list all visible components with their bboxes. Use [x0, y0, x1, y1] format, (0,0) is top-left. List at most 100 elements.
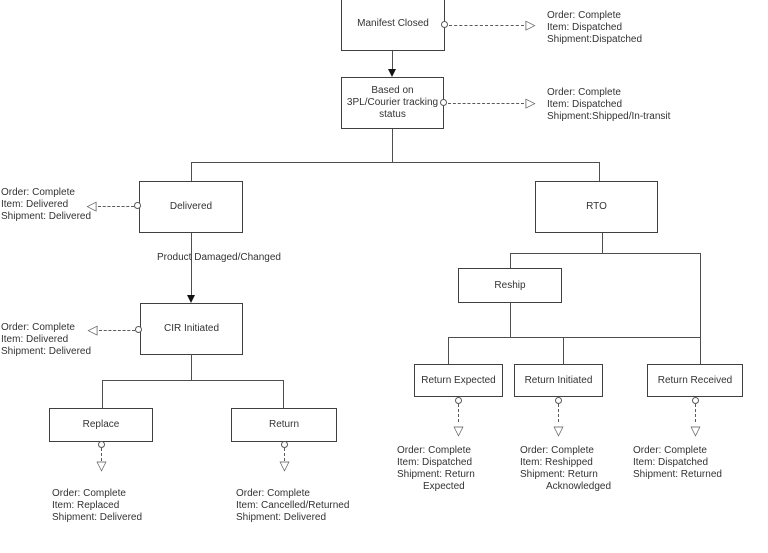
- dashed-arrow-line: [449, 25, 524, 26]
- circle-connector-icon: [281, 441, 288, 448]
- circle-connector-icon: [135, 326, 142, 333]
- edge-drop-to-return-line: [283, 380, 284, 408]
- edge-drop-to-delivered-line: [191, 162, 192, 181]
- note-line: Acknowledged: [546, 481, 612, 492]
- note-return-initiated-status: Order: Complete Item: Reshipped Shipment…: [520, 445, 611, 493]
- open-arrow-right-icon: ▷: [525, 17, 536, 32]
- open-arrow-down-icon: ▽: [553, 423, 564, 438]
- edge-split-delivered-rto-line: [191, 162, 600, 163]
- node-delivered: Delivered: [139, 181, 243, 233]
- note-line: Item: Reshipped: [520, 457, 593, 468]
- note-manifest-closed-status: Order: Complete Item: Dispatched Shipmen…: [547, 10, 642, 46]
- note-return-received-status: Order: Complete Item: Dispatched Shipmen…: [633, 445, 722, 481]
- filled-arrowhead-down-icon: [388, 69, 396, 77]
- note-line: Order: Complete: [236, 488, 310, 499]
- edge-split-reship-received-line: [510, 253, 701, 254]
- note-line: Item: Dispatched: [547, 99, 623, 110]
- note-line: Order: Complete: [1, 322, 75, 333]
- circle-connector-icon: [98, 441, 105, 448]
- node-based-on-3pl-courier-tracking-status: Based on 3PL/Courier tracking status: [341, 77, 444, 129]
- note-line: Item: Replaced: [52, 500, 120, 511]
- node-label-line: status: [379, 109, 406, 120]
- note-line: Item: Dispatched: [547, 22, 623, 33]
- filled-arrowhead-down-icon: [187, 295, 195, 303]
- edge-drop-to-reship-line: [510, 253, 511, 268]
- note-line: Item: Dispatched: [633, 457, 709, 468]
- edge-label-product-damaged: Product Damaged/Changed: [157, 252, 281, 263]
- open-arrow-left-icon: ◁: [87, 322, 98, 337]
- dashed-arrow-line: [98, 206, 134, 207]
- dashed-arrow-line: [558, 404, 559, 422]
- node-manifest-closed: Manifest Closed: [341, 0, 445, 51]
- edge-cir-stem-line: [191, 354, 192, 380]
- note-return-status: Order: Complete Item: Cancelled/Returned…: [236, 488, 349, 524]
- note-line: Item: Dispatched: [397, 457, 473, 468]
- node-reship: Reship: [458, 268, 562, 303]
- note-line: Order: Complete: [633, 445, 707, 456]
- node-return-initiated: Return Initiated: [514, 364, 603, 397]
- node-label-line: 3PL/Courier tracking: [346, 97, 439, 108]
- dashed-arrow-line: [695, 404, 696, 422]
- note-line: Order: Complete: [547, 87, 621, 98]
- dashed-arrow-line: [99, 330, 135, 331]
- note-line: Shipment: Return: [520, 469, 598, 480]
- node-cir-initiated: CIR Initiated: [140, 303, 243, 355]
- circle-connector-icon: [555, 397, 562, 404]
- note-line: Shipment: Delivered: [236, 512, 327, 523]
- note-cir-status: Order: Complete Item: Delivered Shipment…: [1, 322, 91, 358]
- dashed-arrow-line: [101, 448, 102, 461]
- dashed-arrow-line: [458, 404, 459, 422]
- edge-split-expected-initiated-line: [448, 337, 701, 338]
- node-return-received: Return Received: [647, 364, 743, 397]
- node-replace: Replace: [49, 408, 153, 442]
- node-label-line: Based on: [371, 85, 414, 96]
- edge-rto-stem-line: [602, 233, 603, 253]
- note-line: Order: Complete: [1, 187, 75, 198]
- note-line: Shipment: Returned: [633, 469, 722, 480]
- edge-manifest-to-basedon-line: [392, 51, 393, 70]
- edge-drop-to-return-expected-line: [448, 337, 449, 364]
- edge-reship-stem-line: [510, 303, 511, 337]
- circle-connector-icon: [134, 202, 141, 209]
- note-line: Item: Delivered: [1, 199, 69, 210]
- open-arrow-down-icon: ▽: [690, 423, 701, 438]
- note-line: Item: Delivered: [1, 334, 69, 345]
- edge-drop-to-replace-line: [102, 380, 103, 408]
- note-line: Shipment: Delivered: [1, 346, 92, 357]
- circle-connector-icon: [440, 99, 447, 106]
- note-line: Expected: [423, 481, 465, 492]
- dashed-arrow-line: [284, 448, 285, 461]
- edge-drop-to-return-initiated-line: [563, 337, 564, 364]
- edge-drop-to-rto-line: [599, 162, 600, 181]
- open-arrow-down-icon: ▽: [453, 423, 464, 438]
- note-line: Shipment:Dispatched: [547, 34, 643, 45]
- note-line: Order: Complete: [547, 10, 621, 21]
- note-line: Shipment: Return: [397, 469, 475, 480]
- edge-delivered-to-cir-line: [191, 233, 192, 295]
- open-arrow-left-icon: ◁: [86, 198, 97, 213]
- note-delivered-status: Order: Complete Item: Delivered Shipment…: [1, 187, 91, 223]
- note-line: Shipment: Delivered: [1, 211, 92, 222]
- note-line: Shipment: Delivered: [52, 512, 143, 523]
- open-arrow-right-icon: ▷: [525, 95, 536, 110]
- edge-drop-to-return-received-line: [700, 253, 701, 364]
- node-return: Return: [231, 408, 337, 442]
- note-line: Shipment:Shipped/In-transit: [547, 111, 671, 122]
- note-basedon-status: Order: Complete Item: Dispatched Shipmen…: [547, 87, 670, 123]
- node-rto: RTO: [535, 181, 658, 233]
- circle-connector-icon: [455, 397, 462, 404]
- note-line: Order: Complete: [52, 488, 126, 499]
- note-line: Order: Complete: [520, 445, 594, 456]
- note-return-expected-status: Order: Complete Item: Dispatched Shipmen…: [397, 445, 475, 493]
- open-arrow-down-icon: ▽: [96, 458, 107, 473]
- node-return-expected: Return Expected: [414, 364, 503, 397]
- note-replace-status: Order: Complete Item: Replaced Shipment:…: [52, 488, 142, 524]
- edge-basedon-stem-line: [392, 129, 393, 162]
- circle-connector-icon: [441, 21, 448, 28]
- note-line: Item: Cancelled/Returned: [236, 500, 350, 511]
- circle-connector-icon: [692, 397, 699, 404]
- open-arrow-down-icon: ▽: [279, 458, 290, 473]
- edge-split-replace-return-line: [102, 380, 284, 381]
- dashed-arrow-line: [448, 103, 524, 104]
